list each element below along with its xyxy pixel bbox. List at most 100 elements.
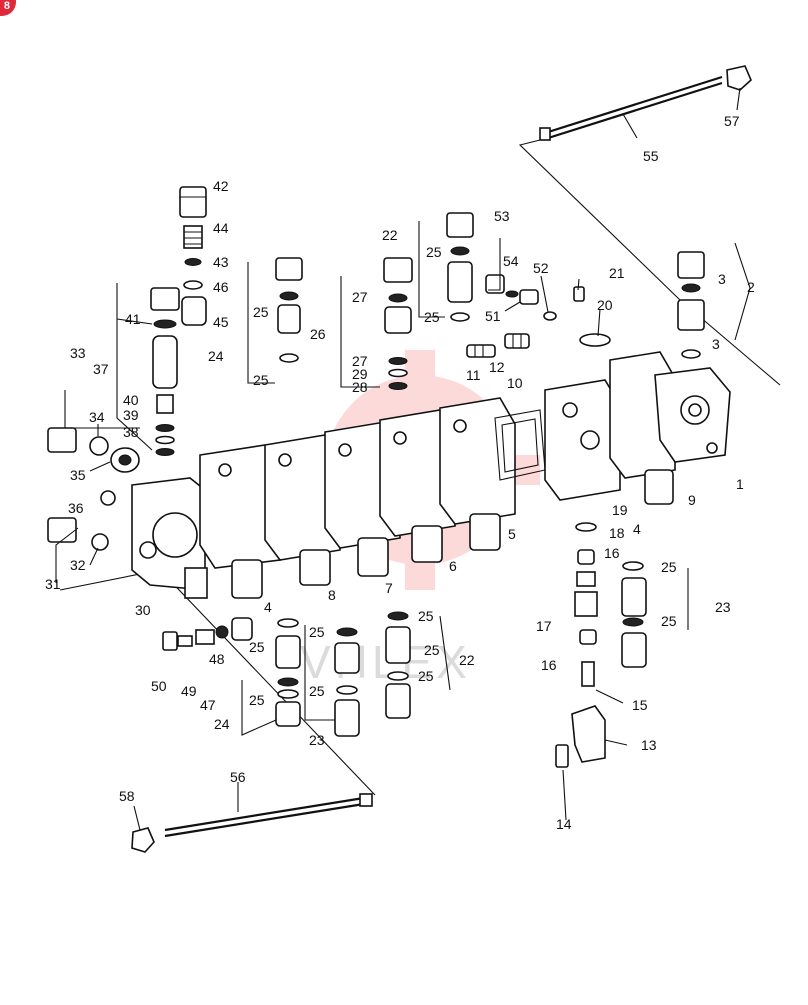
callout-27b[interactable]: 27 xyxy=(352,353,368,369)
callout-4a[interactable]: 4 xyxy=(264,599,272,615)
callout-13[interactable]: 13 xyxy=(641,737,657,753)
callout-34[interactable]: 34 xyxy=(89,409,105,425)
callout-19[interactable]: 19 xyxy=(612,502,628,518)
callout-9[interactable]: 9 xyxy=(688,492,696,508)
callout-33[interactable]: 33 xyxy=(70,345,86,361)
plug-31-32 xyxy=(47,517,109,551)
callout-5[interactable]: 5 xyxy=(508,526,516,542)
callout-11[interactable]: 11 xyxy=(466,367,481,383)
nut-57 xyxy=(726,65,752,91)
callout-2[interactable]: 2 xyxy=(747,279,755,295)
guide-line-top xyxy=(518,139,781,386)
callout-32[interactable]: 32 xyxy=(70,557,86,573)
fitting-14 xyxy=(555,744,569,768)
callout-25c[interactable]: 25 xyxy=(253,304,269,320)
callout-17[interactable]: 17 xyxy=(536,618,552,634)
callout-25h[interactable]: 25 xyxy=(418,668,434,684)
bottom-stack-23 xyxy=(334,627,360,737)
callout-3a[interactable]: 3 xyxy=(718,271,726,287)
callout-55[interactable]: 55 xyxy=(643,148,659,164)
callout-44[interactable]: 44 xyxy=(213,220,229,236)
callout-24a[interactable]: 24 xyxy=(208,348,224,364)
tie-rod-lower xyxy=(164,793,373,838)
callout-42[interactable]: 42 xyxy=(213,178,229,194)
callout-39[interactable]: 39 xyxy=(123,407,139,423)
fitting-21-20 xyxy=(573,286,611,347)
callout-54[interactable]: 54 xyxy=(503,253,519,269)
oring-36 xyxy=(100,490,116,506)
inlet-cover-30 xyxy=(131,477,208,599)
callout-25j[interactable]: 25 xyxy=(309,683,325,699)
callout-29[interactable]: 29 xyxy=(352,366,368,382)
callout-8[interactable]: 8 xyxy=(328,587,336,603)
outlet-cover-1 xyxy=(654,367,731,463)
callout-25i[interactable]: 25 xyxy=(309,624,325,640)
callout-41[interactable]: 41 xyxy=(125,311,141,327)
callout-38[interactable]: 38 xyxy=(123,424,139,440)
callout-3b[interactable]: 3 xyxy=(712,336,720,352)
callout-22a[interactable]: 22 xyxy=(382,227,398,243)
callout-23a[interactable]: 23 xyxy=(715,599,731,615)
callout-37[interactable]: 37 xyxy=(93,361,109,377)
callout-16b[interactable]: 16 xyxy=(541,657,557,673)
callout-43[interactable]: 43 xyxy=(213,254,229,270)
bottom-stack-15-19 xyxy=(574,522,598,687)
callout-25b[interactable]: 25 xyxy=(424,309,440,325)
callout-26[interactable]: 26 xyxy=(310,326,326,342)
callout-52[interactable]: 52 xyxy=(533,260,549,276)
watermark-text: VHLEX xyxy=(300,636,471,688)
callout-25l[interactable]: 25 xyxy=(249,692,265,708)
callout-49[interactable]: 49 xyxy=(181,683,197,699)
callout-15[interactable]: 15 xyxy=(632,697,648,713)
check-valve-stack-22-top xyxy=(446,212,474,322)
callout-25a[interactable]: 25 xyxy=(426,244,442,260)
callout-25g[interactable]: 25 xyxy=(418,608,434,624)
callout-21[interactable]: 21 xyxy=(609,265,625,281)
callout-25f[interactable]: 25 xyxy=(661,613,677,629)
callout-57[interactable]: 57 xyxy=(724,113,740,129)
callout-27a[interactable]: 27 xyxy=(352,289,368,305)
callout-35[interactable]: 35 xyxy=(70,467,86,483)
callout-53[interactable]: 53 xyxy=(494,208,510,224)
callout-56[interactable]: 56 xyxy=(230,769,246,785)
callout-1[interactable]: 1 xyxy=(736,476,744,492)
callout-7[interactable]: 7 xyxy=(385,580,393,596)
callout-36[interactable]: 36 xyxy=(68,500,84,516)
callout-14[interactable]: 14 xyxy=(556,816,572,832)
callout-24b[interactable]: 24 xyxy=(214,716,230,732)
callout-6[interactable]: 6 xyxy=(449,558,457,574)
callout-4b[interactable]: 4 xyxy=(633,521,641,537)
callout-58[interactable]: 58 xyxy=(119,788,135,804)
callout-47[interactable]: 47 xyxy=(200,697,216,713)
callout-20[interactable]: 20 xyxy=(597,297,613,313)
callout-51[interactable]: 51 xyxy=(485,308,501,324)
callout-25e[interactable]: 25 xyxy=(661,559,677,575)
callout-10[interactable]: 10 xyxy=(507,375,523,391)
callout-22b[interactable]: 22 xyxy=(459,652,475,668)
callout-25k[interactable]: 25 xyxy=(249,639,265,655)
elbow-13 xyxy=(571,705,606,763)
callout-45[interactable]: 45 xyxy=(213,314,229,330)
valve-section-6 xyxy=(379,409,456,563)
bottom-stack-22 xyxy=(385,611,411,719)
callout-50[interactable]: 50 xyxy=(151,678,167,694)
leader-lines xyxy=(55,87,751,831)
callout-16a[interactable]: 16 xyxy=(604,545,620,561)
callout-48[interactable]: 48 xyxy=(209,651,225,667)
callout-12[interactable]: 12 xyxy=(489,359,505,375)
spring-44 xyxy=(183,225,203,249)
callout-18[interactable]: 18 xyxy=(609,525,625,541)
callout-25m[interactable]: 25 xyxy=(424,642,440,658)
bottom-stack-24 xyxy=(275,618,301,727)
callout-40[interactable]: 40 xyxy=(123,392,139,408)
plugs-3-right xyxy=(677,251,705,359)
relief-valve-37 xyxy=(150,287,180,456)
callout-31[interactable]: 31 xyxy=(45,576,61,592)
callout-30[interactable]: 30 xyxy=(135,602,151,618)
callout-23b[interactable]: 23 xyxy=(309,732,325,748)
callout-46[interactable]: 46 xyxy=(213,279,229,295)
ring-46 xyxy=(183,280,203,290)
callout-28[interactable]: 28 xyxy=(352,379,368,395)
oring-43 xyxy=(184,258,202,266)
callout-25d[interactable]: 25 xyxy=(253,372,269,388)
